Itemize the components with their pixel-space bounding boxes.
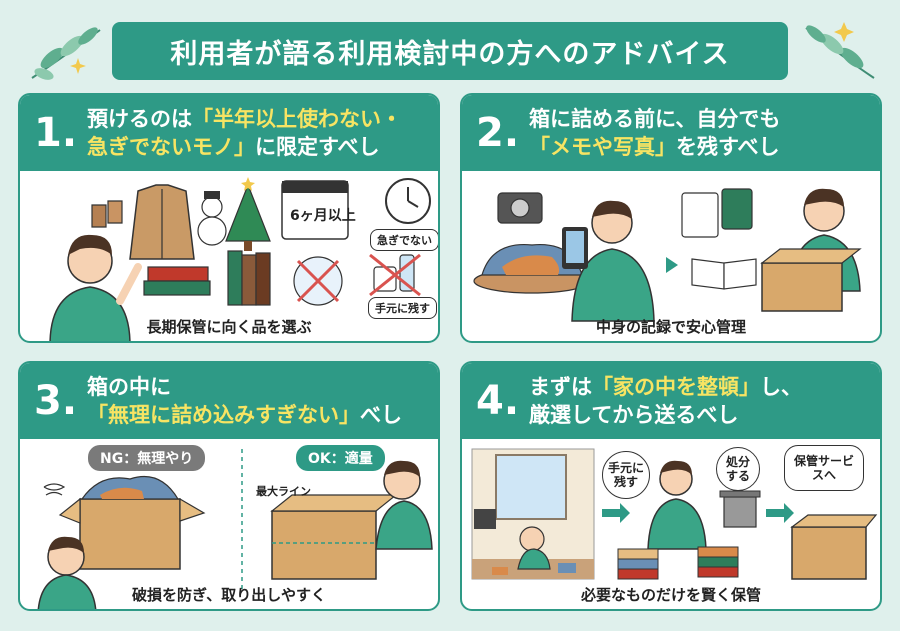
panel-3-caption: 破損を防ぎ、取り出しやすく [131,586,327,604]
panel-2-heading: 箱に詰める前に、自分でも 「メモや写真」を残すべし [529,106,781,159]
calendar-icon [281,180,349,240]
panel-1-caption: 長期保管に向く品を選ぶ [146,318,312,336]
box-packing-comparison [37,449,433,609]
max-line-label: 最大ライン [256,485,311,498]
camera-icon [497,192,543,224]
advice-panel-4: 4. まずは「家の中を整頓」し、 厳選してから送るべし [460,361,882,611]
panel-1-number: 1. [34,110,78,156]
declutter-illustration [471,448,878,580]
christmas-tree-icon [225,177,271,251]
happy-person-icon [375,460,433,550]
not-urgent-tag: 急ぎでない [370,229,438,251]
properly-packed-box-icon [270,494,398,580]
panel-2-number: 2. [476,110,520,156]
advice-panel-3: 3. 箱の中に 「無理に詰め込みすぎない」べし NG：無理やり OK：適量 [18,361,440,611]
notebook-icon [681,188,757,290]
books-icon [143,250,271,306]
folded-clothes-icon [617,546,739,580]
keep-at-hand-tag: 手元に残す [368,297,437,319]
panel-4-number: 4. [476,378,520,424]
person-pointing-icon [49,234,142,341]
panel-2-header: 2. 箱に詰める前に、自分でも 「メモや写真」を残すべし [462,95,880,171]
leaf-decoration-left [31,27,101,80]
overstuffed-box-icon [58,475,206,570]
panel-4-illustration: 手元に残す 処分する 保管サービスへ 必要なものだけを賢く保管 [462,439,880,609]
panel-4-header: 4. まずは「家の中を整頓」し、 厳選してから送るべし [462,363,880,439]
clothes-pile-icon [473,243,591,294]
panel-3-heading: 箱の中に 「無理に詰め込みすぎない」べし [87,374,403,427]
panel-2-illustration: 中身の記録で安心管理 [462,171,880,341]
arrow-right-icon [766,503,794,523]
panel-3-number: 3. [34,378,78,424]
to-storage-service-bubble: 保管サービスへ [784,445,864,491]
ng-label: NG：無理やり [88,445,206,471]
panel-3-illustration: NG：無理やり OK：適量 [20,439,438,609]
gloves-icon [91,200,123,228]
record-contents-illustration [473,188,862,322]
person-sorting-icon [647,460,707,550]
leaf-decoration-right [805,22,875,79]
no-food-icon [293,256,343,306]
keep-at-hand-bubble: 手元に残す [602,451,650,499]
snowman-icon [197,191,227,246]
dispose-bubble: 処分する [716,447,760,491]
panel-4-caption: 必要なものだけを賢く保管 [580,586,761,604]
ok-label: OK：適量 [296,445,385,471]
sparkle-icon [70,58,86,74]
worried-person-icon [37,483,97,609]
arrow-right-icon [666,257,678,273]
panel-1-header: 1. 預けるのは「半年以上使わない・ 急ぎでないモノ」に限定すべし [20,95,438,171]
person-with-phone-icon [562,200,655,322]
panel-4-heading: まずは「家の中を整頓」し、 厳選してから送るべし [529,374,803,427]
calendar-label: 6ヶ月以上 [290,208,356,224]
advice-panel-1: 1. 預けるのは「半年以上使わない・ 急ぎでないモノ」に限定すべし [18,93,440,343]
panel-1-heading: 預けるのは「半年以上使わない・ 急ぎでないモノ」に限定すべし [87,106,403,159]
messy-room-icon [471,448,595,580]
panel-2-caption: 中身の記録で安心管理 [595,318,746,336]
page-title: 利用者が語る利用検討中の方へのアドバイス [112,22,788,80]
panel-3-header: 3. 箱の中に 「無理に詰め込みすぎない」べし [20,363,438,439]
winter-coat-icon [129,184,195,260]
panel-1-illustration: 6ヶ月以上 急ぎでない 手元に残す 長期保管に向く品を選ぶ [20,171,438,341]
person-packing-box-icon [760,188,862,312]
advice-panel-2: 2. 箱に詰める前に、自分でも 「メモや写真」を残すべし [460,93,882,343]
clock-icon [385,178,431,224]
no-daily-items-icon [369,253,421,297]
dispose-bin-icon [719,490,761,528]
arrow-right-icon [602,503,630,523]
storage-box-icon [790,514,878,580]
storage-items-illustration [49,177,431,341]
